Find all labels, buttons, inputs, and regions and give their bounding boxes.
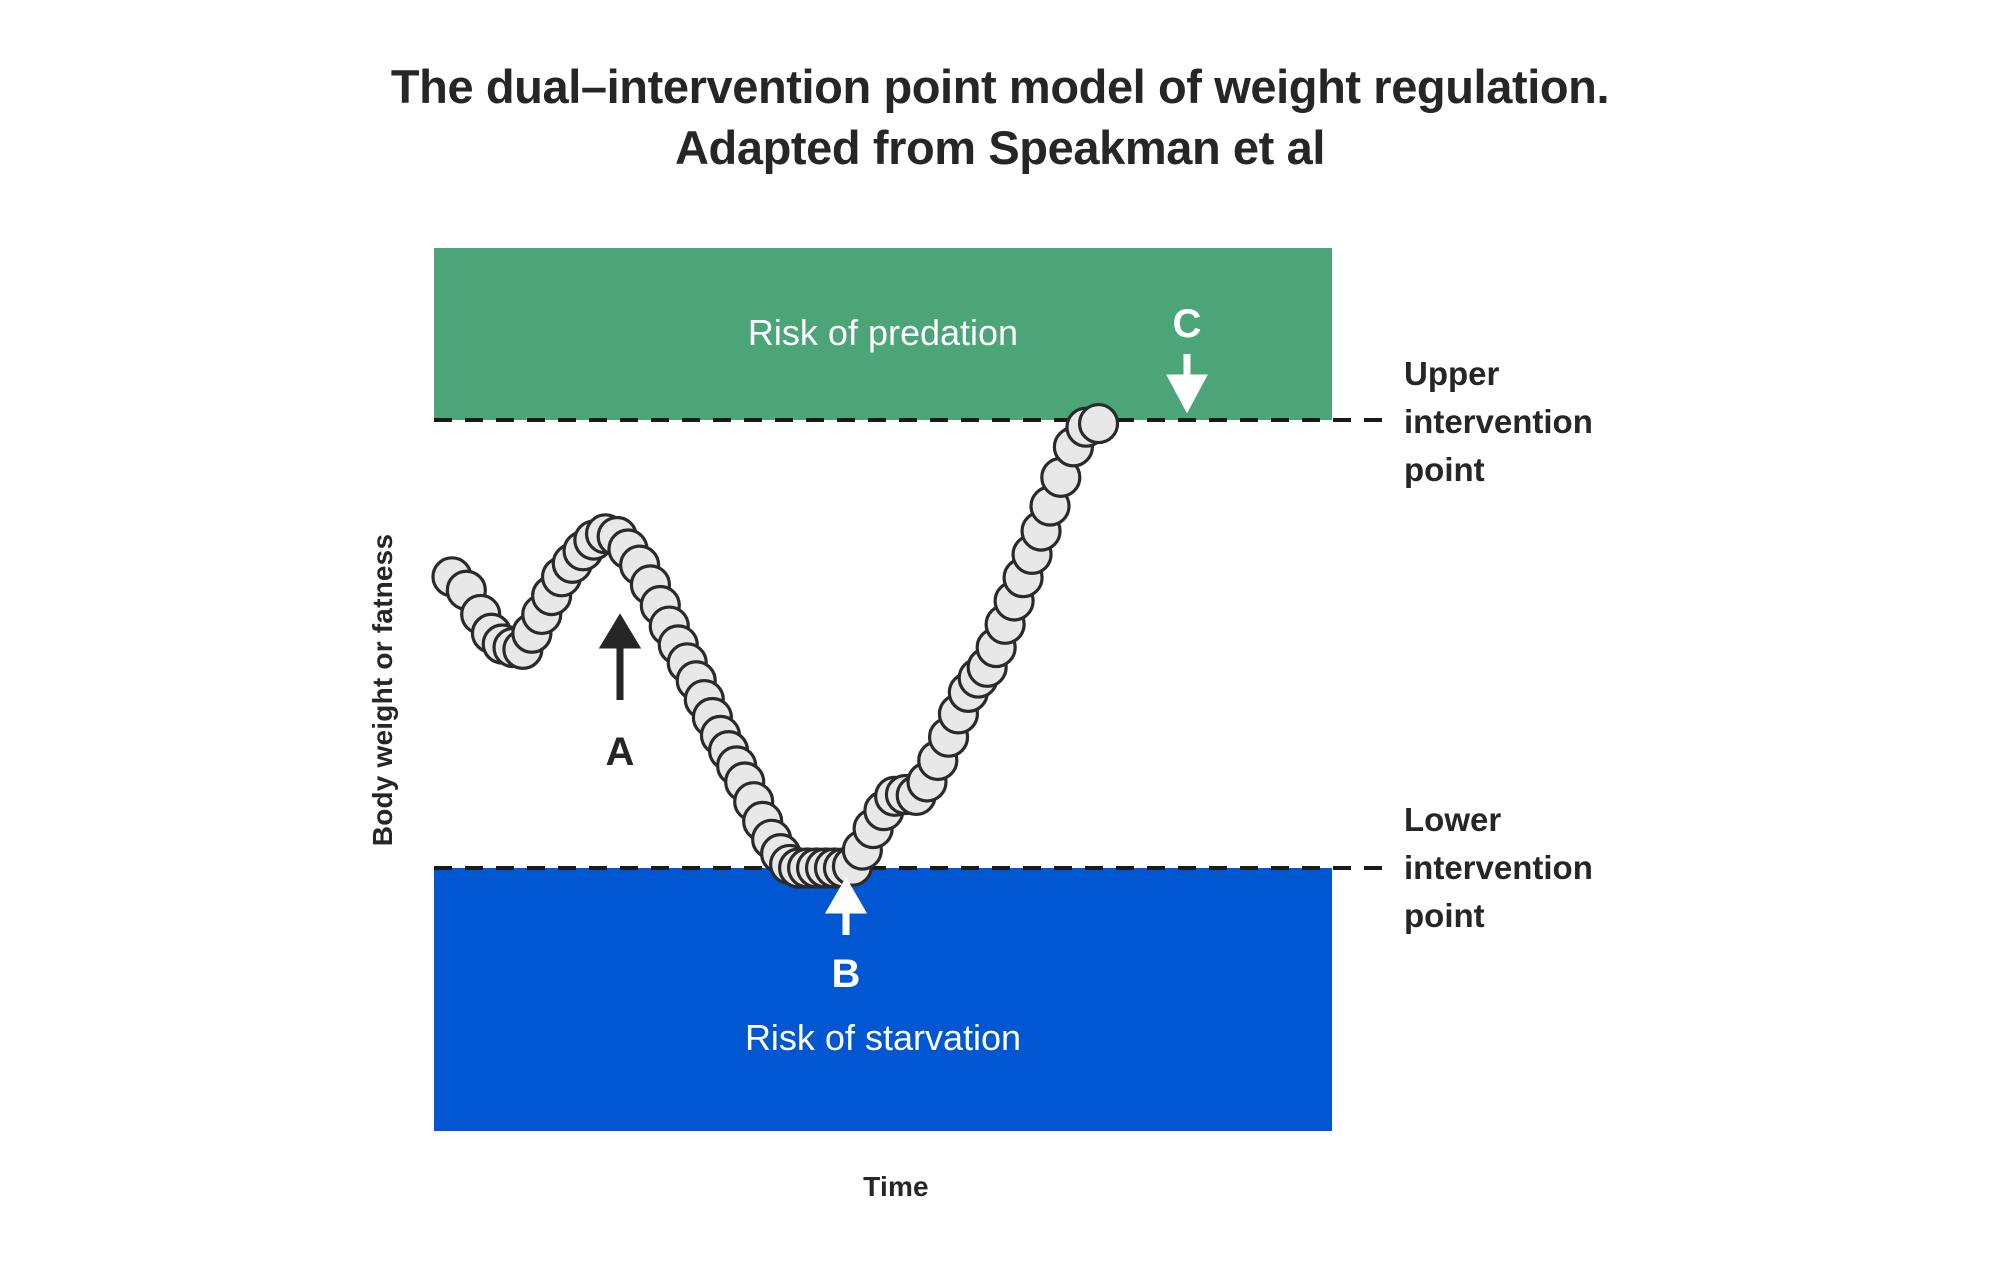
- data-series-body-weight: [431, 402, 1120, 889]
- annotation-a-label: A: [606, 730, 635, 774]
- y-axis-label: Body weight or fatness: [367, 534, 398, 846]
- upper-intervention-point-label-line-3: point: [1404, 451, 1485, 488]
- upper-intervention-point-label: Upper intervention point: [1404, 355, 1593, 488]
- annotation-a-arrow-icon: [598, 613, 642, 700]
- annotation-b-label: B: [832, 952, 861, 996]
- band-risk-of-starvation-label: Risk of starvation: [745, 1017, 1021, 1058]
- annotation-c-label: C: [1173, 302, 1202, 346]
- data-point: [1077, 402, 1120, 445]
- upper-intervention-point-label-line-2: intervention: [1404, 403, 1593, 440]
- band-risk-of-starvation: [434, 868, 1332, 1131]
- annotation-b-arrow-icon: [824, 876, 868, 935]
- lower-intervention-point-label: Lower intervention point: [1404, 801, 1593, 934]
- x-axis-label: Time: [863, 1171, 929, 1202]
- annotation-c: C: [1166, 302, 1208, 414]
- lower-intervention-point-label-line-3: point: [1404, 897, 1485, 934]
- band-risk-of-predation-label: Risk of predation: [748, 312, 1018, 353]
- upper-intervention-point-label-line-1: Upper: [1404, 355, 1500, 392]
- lower-intervention-point-label-line-1: Lower: [1404, 801, 1501, 838]
- annotation-b: B: [824, 876, 868, 996]
- annotation-c-arrow-icon: [1166, 354, 1208, 414]
- annotation-a: A: [598, 613, 642, 774]
- lower-intervention-point-label-line-2: intervention: [1404, 849, 1593, 886]
